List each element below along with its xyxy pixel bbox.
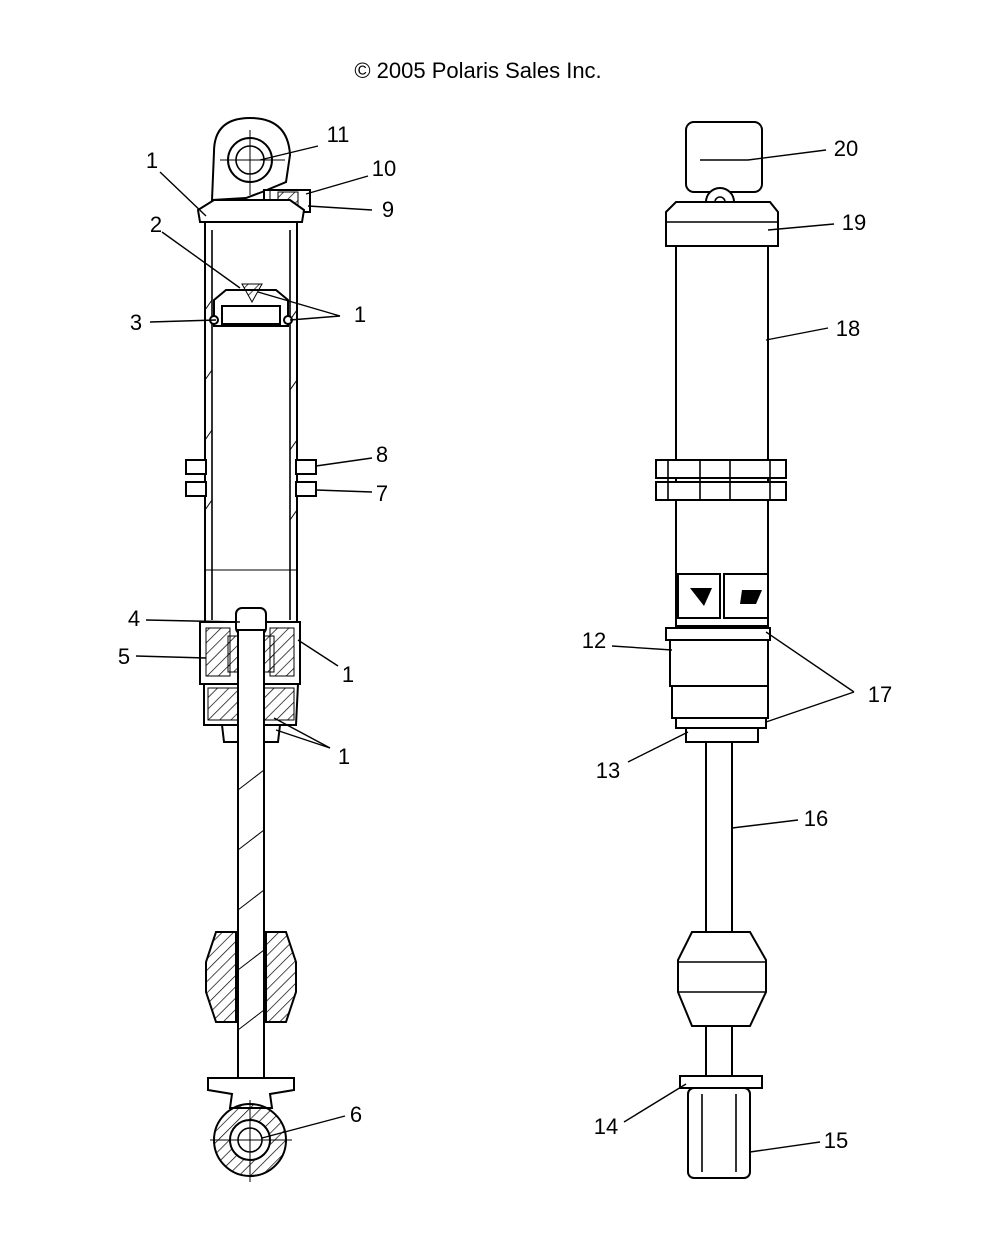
body-tube [675,245,769,627]
spring-collar-right [655,459,787,501]
callout-2: 2 [150,212,162,237]
callout-4: 4 [128,606,140,631]
callout-1-piston: 1 [354,302,366,327]
bumper-section [205,931,297,1023]
top-eyelet [210,116,292,202]
leader-lines [135,145,855,1153]
callout-14: 14 [594,1114,618,1139]
callout-17: 17 [868,682,892,707]
bottom-eyelet [207,1077,295,1182]
spring-collar-left [185,459,317,497]
callout-1-seal: 1 [342,662,354,687]
right-shock-exterior [655,121,787,1179]
callout-11: 11 [327,122,350,147]
seal-head-section [199,607,301,743]
callout-5: 5 [118,644,130,669]
callout-19: 19 [842,210,866,235]
callout-20: 20 [834,136,858,161]
callout-9: 9 [382,197,394,222]
callout-18: 18 [836,316,860,341]
callout-1-top: 1 [146,148,158,173]
floating-piston [209,283,293,327]
callout-1-lower: 1 [338,744,350,769]
shaft-section [237,629,265,1081]
callout-7: 7 [376,481,388,506]
washer [679,1075,763,1089]
bumper-exterior [677,931,767,1027]
callout-12: 12 [582,628,606,653]
callout-6: 6 [350,1102,362,1127]
callout-8: 8 [376,442,388,467]
left-shock-section [185,116,317,1182]
callout-10: 10 [372,156,396,181]
reservoir-cap [665,201,779,247]
decal [677,573,769,619]
callout-13: 13 [596,758,620,783]
callout-16: 16 [804,806,828,831]
callout-15: 15 [824,1128,848,1153]
callout-3: 3 [130,310,142,335]
callouts: 1 2 3 1 8 7 9 10 11 4 5 1 1 6 20 19 18 1… [118,122,892,1153]
seal-head-exterior [665,627,771,743]
shaft-exterior [705,741,733,933]
copyright-notice: © 2005 Polaris Sales Inc. [354,58,602,83]
bottom-clevis [687,1087,751,1179]
